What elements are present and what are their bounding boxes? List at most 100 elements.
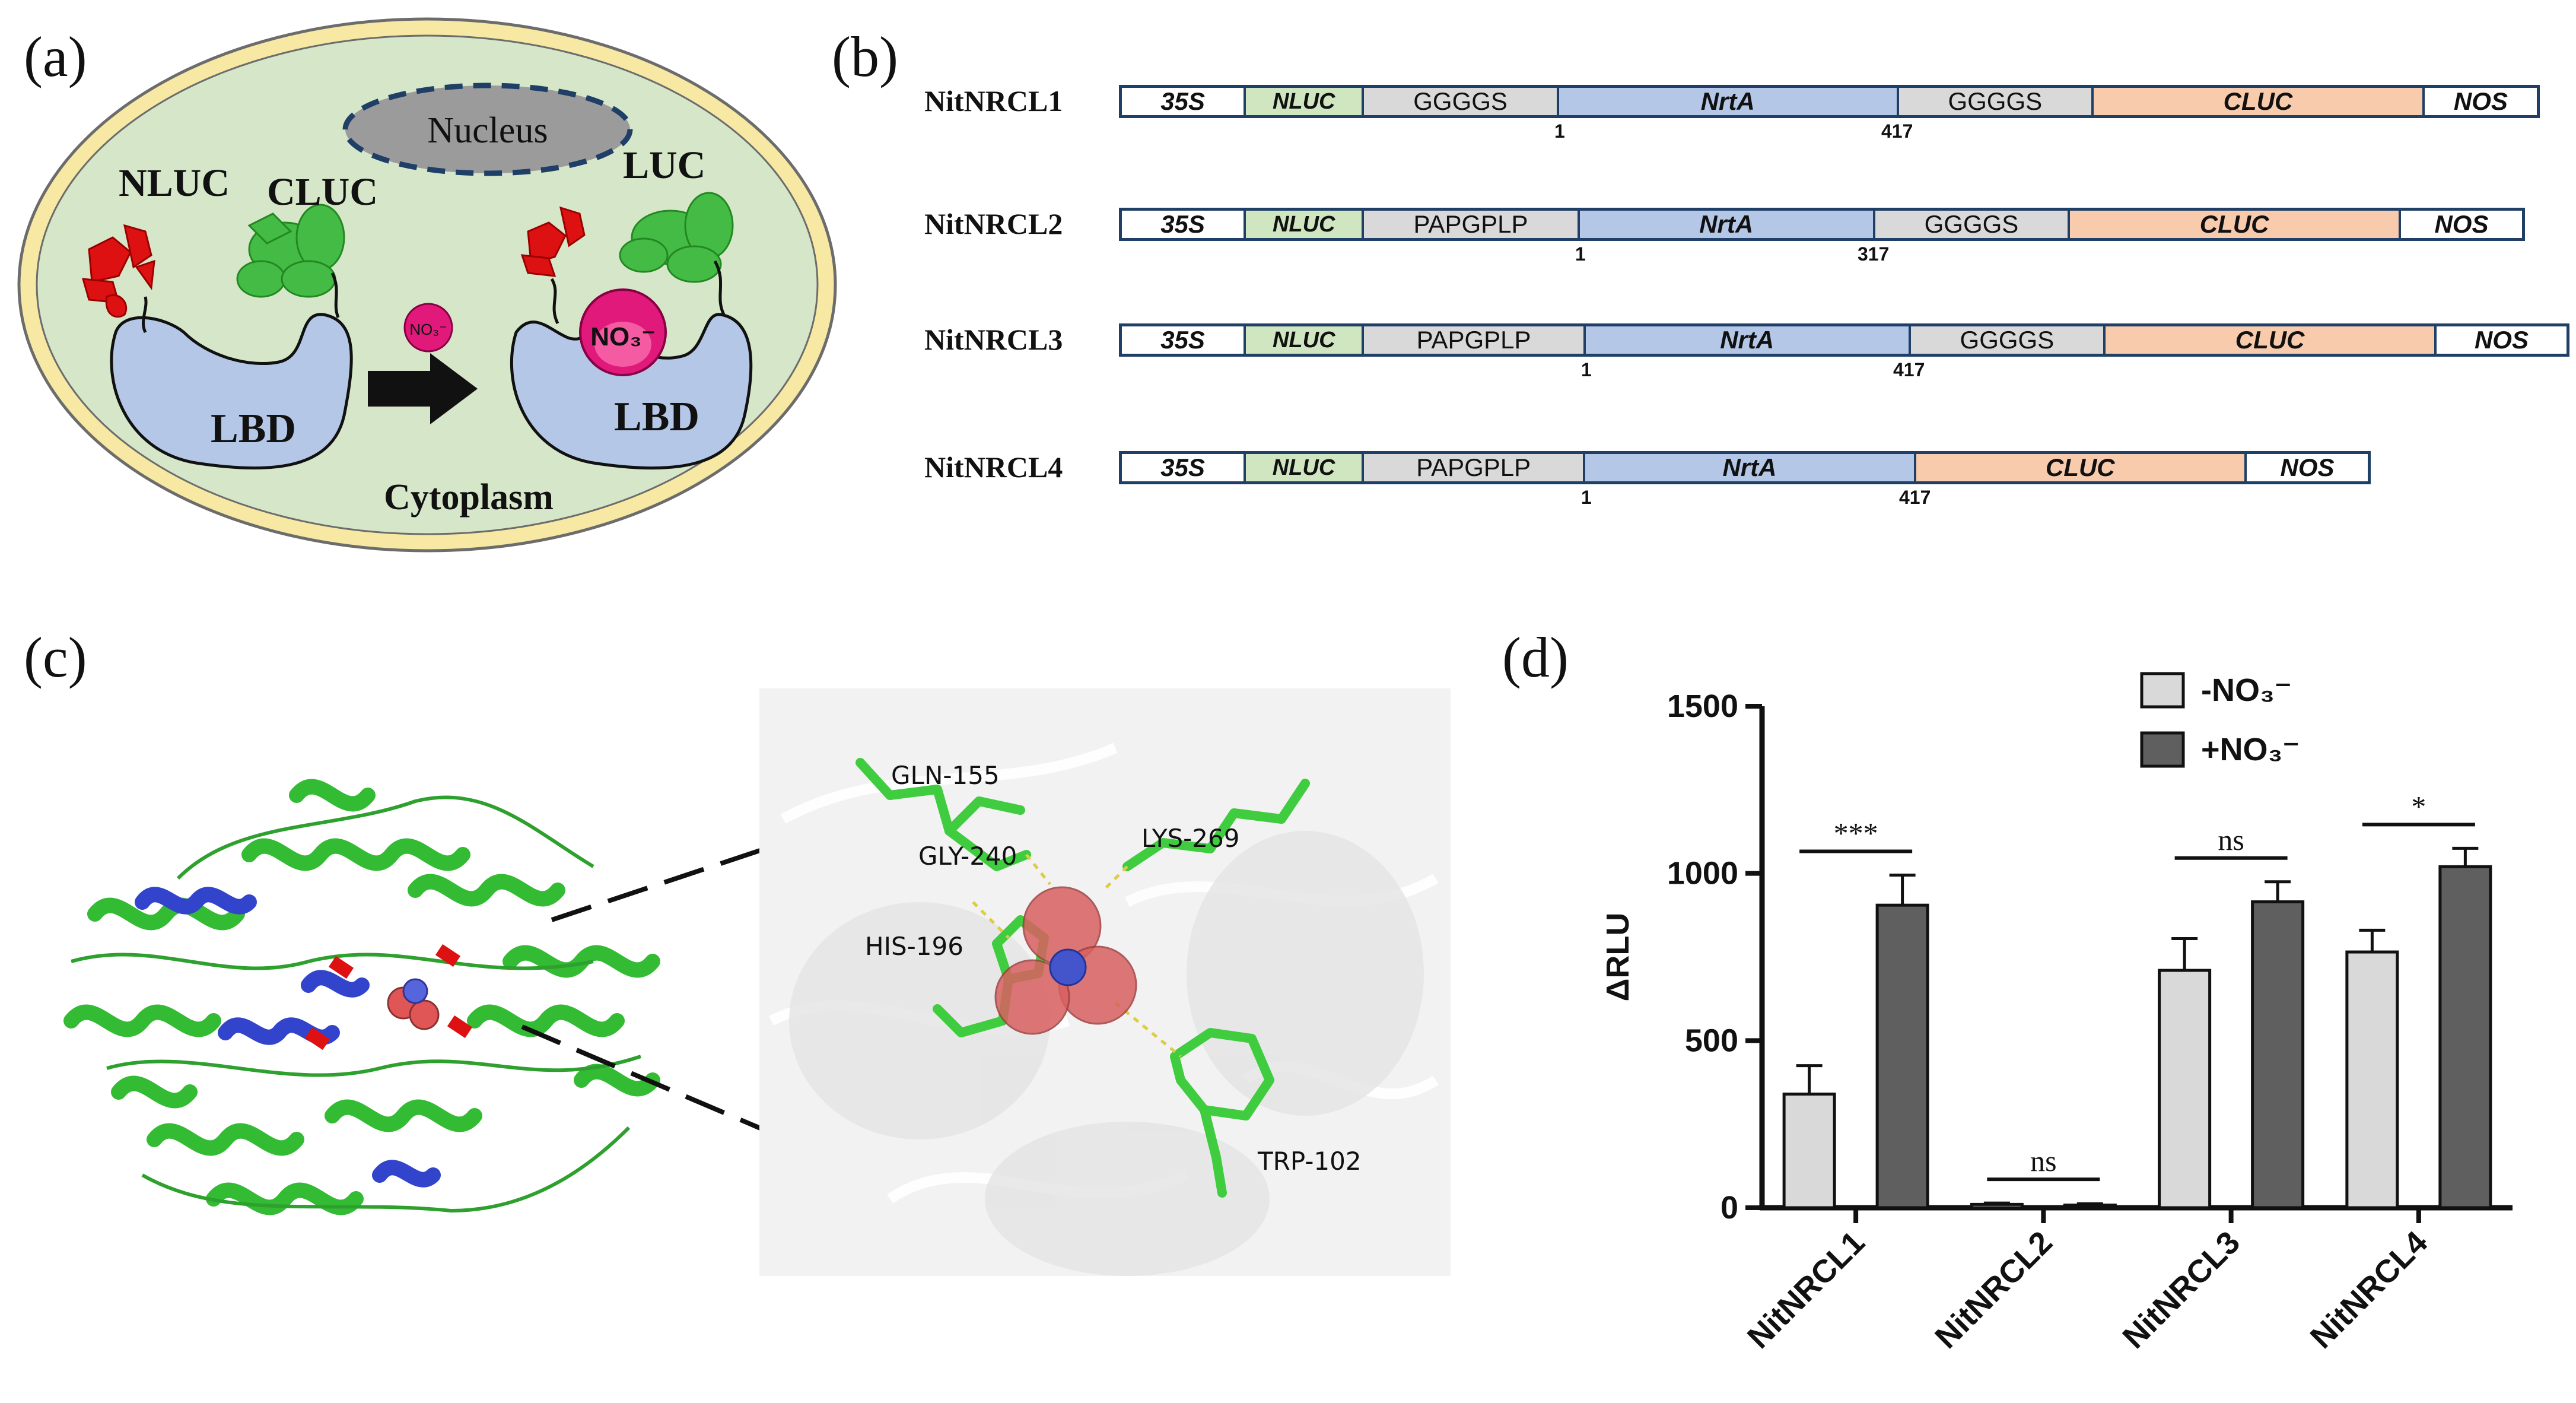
- significance-label: ***: [1834, 816, 1878, 849]
- bar-plus-nitrate: [2438, 865, 2492, 1210]
- residue-label-gln155: GLN-155: [891, 761, 1000, 790]
- bar-plus-nitrate: [1875, 903, 1929, 1210]
- lbd-left-label: LBD: [211, 406, 296, 452]
- segment-cluc: CLUC: [1916, 454, 2247, 481]
- bar-chart: 050010001500ΔRLUNitNRCL1***NitNRCL2nsNit…: [1600, 672, 2513, 1356]
- panel-a: (a): [0, 0, 842, 570]
- panel-a-label: (a): [24, 25, 87, 88]
- panel-c-label: (c): [24, 626, 87, 689]
- cluc-label: CLUC: [267, 170, 378, 214]
- residue-label-trp102: TRP-102: [1258, 1147, 1362, 1176]
- bar-plus-nitrate: [2251, 900, 2305, 1210]
- panel-d-label: (d): [1502, 626, 1569, 689]
- small-nitrate-ion: [403, 303, 453, 353]
- segment-nluc: NLUC: [1246, 454, 1365, 481]
- residue-label-gly240: GLY-240: [918, 842, 1017, 871]
- segment-35s: 35S: [1122, 88, 1246, 115]
- nucleus: [342, 82, 633, 176]
- luc-label: LUC: [623, 144, 705, 187]
- legend-label: -NO₃⁻: [2201, 672, 2291, 708]
- residue-start: 1: [1581, 487, 1592, 508]
- segment-cluc: CLUC: [2106, 326, 2437, 354]
- segment-nluc: NLUC: [1246, 326, 1365, 354]
- segment-nluc: NLUC: [1246, 88, 1365, 115]
- cluc-linker: [330, 272, 340, 318]
- nucleus-label: Nucleus: [427, 110, 548, 151]
- segment-35s: 35S: [1122, 454, 1246, 481]
- transition-arrow: [368, 353, 478, 424]
- segment-nos: NOS: [2400, 211, 2523, 238]
- y-tick-label: 500: [1685, 1023, 1738, 1058]
- residue-label-his196: HIS-196: [865, 932, 963, 961]
- y-tick-label: 1500: [1667, 688, 1738, 724]
- protein-structure: [63, 688, 1451, 1276]
- y-tick-label: 0: [1720, 1190, 1738, 1226]
- luc-nluc-part: [520, 206, 586, 277]
- significance-label: *: [2411, 789, 2426, 823]
- segment-papgplp: PAPGPLP: [1364, 211, 1580, 238]
- cluc-protein: [236, 204, 345, 298]
- lbd-right-label: LBD: [614, 394, 699, 440]
- segment-ggggs: GGGGS: [1364, 88, 1559, 115]
- cytoplasm-label: Cytoplasm: [384, 477, 554, 518]
- segment-nrta: NrtA: [1585, 454, 1916, 481]
- bar-minus-nitrate: [2158, 969, 2212, 1210]
- segment-nrta: NrtA: [1585, 326, 1911, 354]
- segment-cluc: CLUC: [2094, 88, 2425, 115]
- legend-swatch: [2140, 672, 2185, 709]
- nluc-linker: [142, 296, 148, 334]
- luc-right-linker: [713, 260, 726, 316]
- lbd-left-shape: [110, 313, 353, 470]
- residue-start: 1: [1554, 120, 1565, 142]
- residue-start: 1: [1581, 359, 1592, 380]
- y-axis-label: ΔRLU: [1600, 913, 1636, 1002]
- residue-start: 1: [1575, 243, 1586, 265]
- segment-cluc: CLUC: [2070, 211, 2401, 238]
- bar-minus-nitrate: [2345, 950, 2399, 1210]
- big-ion-label: NO₃⁻: [590, 322, 656, 351]
- residue-label-lys269: LYS-269: [1141, 824, 1240, 853]
- construct-name: NitNRCL1: [924, 84, 1063, 118]
- bar-minus-nitrate: [1782, 1092, 1836, 1210]
- bar-minus-nitrate: [1970, 1202, 2024, 1210]
- construct-name: NitNRCL4: [924, 450, 1063, 484]
- legend-label: +NO₃⁻: [2201, 732, 2300, 767]
- segment-nos: NOS: [2424, 88, 2537, 115]
- x-tick-label: NitNRCL1: [1741, 1224, 1872, 1356]
- segment-35s: 35S: [1122, 326, 1246, 354]
- segment-nos: NOS: [2436, 326, 2567, 354]
- binding-site-inset: [759, 688, 1451, 1276]
- residue-end: 417: [1899, 487, 1931, 508]
- x-tick-label: NitNRCL3: [2116, 1224, 2247, 1356]
- segment-nos: NOS: [2246, 454, 2368, 481]
- segment-35s: 35S: [1122, 211, 1246, 238]
- significance-label: ns: [2218, 823, 2244, 856]
- segment-ggggs: GGGGS: [1898, 88, 2094, 115]
- small-ion-label: NO₃⁻: [409, 320, 447, 338]
- x-tick-label: NitNRCL4: [2304, 1224, 2435, 1356]
- legend-swatch: [2140, 731, 2185, 768]
- bar-plus-nitrate: [2063, 1203, 2117, 1210]
- segment-nrta: NrtA: [1579, 211, 1875, 238]
- nluc-label: NLUC: [119, 161, 230, 205]
- cell-diagram: Nucleus NLUC CLUC LUC LBD LBD NO₃⁻ NO₃⁻ …: [17, 17, 837, 553]
- big-ion-highlight: [594, 322, 651, 367]
- segment-nluc: NLUC: [1246, 211, 1365, 238]
- residue-end: 417: [1881, 120, 1913, 142]
- luc-cluc-part: [619, 192, 734, 283]
- segment-papgplp: PAPGPLP: [1364, 454, 1586, 481]
- segment-papgplp: PAPGPLP: [1364, 326, 1586, 354]
- construct-name: NitNRCL3: [924, 323, 1063, 356]
- segment-ggggs: GGGGS: [1910, 326, 2106, 354]
- nluc-protein: [81, 224, 155, 318]
- segment-ggggs: GGGGS: [1875, 211, 2071, 238]
- x-tick-label: NitNRCL2: [1928, 1224, 2059, 1356]
- panel-c: (c): [0, 605, 1459, 1403]
- residue-end: 417: [1893, 359, 1925, 380]
